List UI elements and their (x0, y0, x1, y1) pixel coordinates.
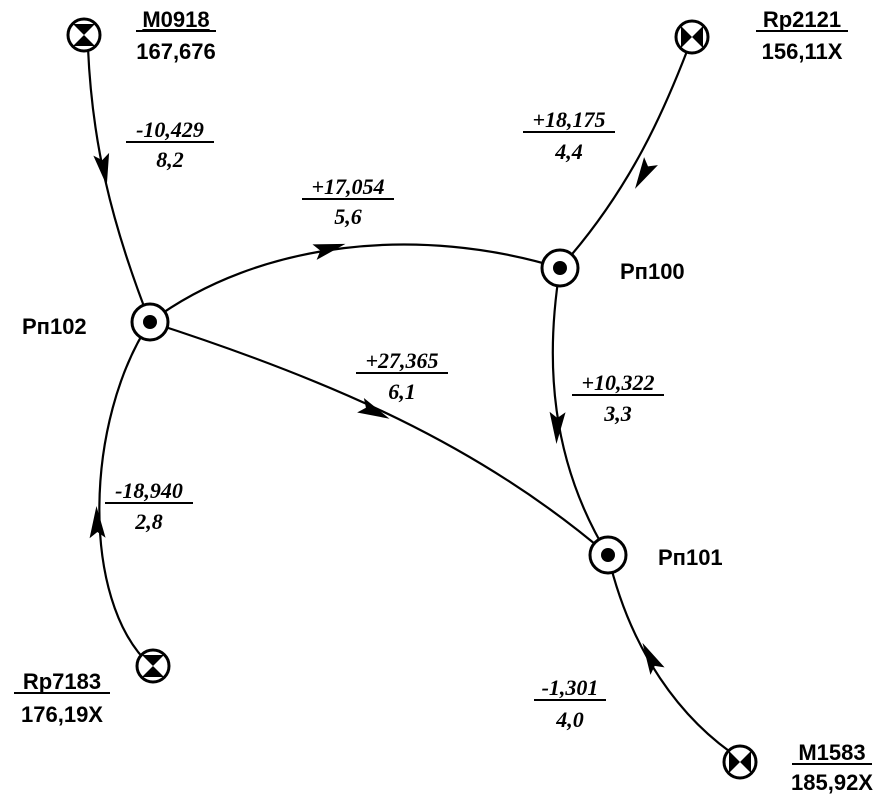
edge-length-rp7183-rp102: 2,8 (134, 509, 163, 534)
edge-dh-m0918-rp102: -10,429 (136, 117, 204, 142)
point-icon (588, 535, 628, 575)
edge-length-rp2121-rp100: 4,4 (554, 139, 583, 164)
benchmark-name-m1583: M1583 (798, 740, 865, 765)
edge-length-m0918-rp102: 8,2 (156, 147, 184, 172)
edge-rp100-rp101 (551, 267, 609, 556)
benchmark-value-rp7183: 176,19X (21, 702, 103, 727)
arrowheads (89, 152, 665, 675)
edge-dh-rp102-rp101: +27,365 (365, 348, 438, 373)
edge-labels: -10,429 8,2 +17,054 5,6 +18,175 4,4 +27,… (105, 107, 664, 732)
benchmark-labels: M0918 167,676 Rp2121 156,11X Rp7183 176,… (14, 7, 873, 795)
point-icon (130, 302, 170, 342)
edge-rp7183-rp102 (98, 321, 151, 666)
point-label-rp101: Рп101 (658, 545, 723, 570)
arrow-rp7183-rp102 (89, 506, 106, 539)
edges (86, 37, 743, 761)
benchmark-icon (722, 744, 758, 780)
edge-length-rp102-rp101: 6,1 (388, 379, 416, 404)
arrow-rp100-rp101 (549, 411, 566, 444)
arrow-rp2121-rp100 (635, 157, 658, 189)
benchmark-symbols (66, 17, 758, 780)
benchmark-name-rp2121: Rp2121 (763, 7, 841, 32)
edge-rp102-rp101 (149, 320, 609, 556)
point-label-rp102: Рп102 (22, 314, 87, 339)
arrow-m0918-rp102 (93, 152, 110, 186)
benchmark-icon (135, 648, 171, 684)
arrow-m1583-rp101 (642, 642, 665, 675)
edge-m1583-rp101 (606, 554, 743, 761)
benchmark-value-rp2121: 156,11X (762, 39, 843, 64)
edge-rp2121-rp100 (559, 37, 694, 269)
edge-dh-rp102-rp100: +17,054 (311, 174, 384, 199)
edge-rp102-rp100 (149, 243, 561, 323)
benchmark-value-m0918: 167,676 (136, 39, 216, 64)
point-icon (540, 248, 580, 288)
edge-dh-rp2121-rp100: +18,175 (532, 107, 605, 132)
benchmark-icon (66, 17, 102, 53)
edge-dh-rp100-rp101: +10,322 (581, 370, 654, 395)
benchmark-value-m1583: 185,92X (791, 770, 873, 795)
edge-length-rp100-rp101: 3,3 (603, 401, 632, 426)
edge-dh-m1583-rp101: -1,301 (542, 675, 599, 700)
arrow-rp102-rp101 (357, 397, 390, 419)
benchmark-name-m0918: M0918 (142, 7, 209, 32)
edge-m0918-rp102 (86, 47, 152, 323)
benchmark-icon (674, 19, 710, 55)
point-symbols (130, 248, 628, 575)
benchmark-name-rp7183: Rp7183 (23, 669, 101, 694)
point-label-rp100: Рп100 (620, 259, 685, 284)
edge-length-m1583-rp101: 4,0 (555, 707, 584, 732)
point-labels: Рп102 Рп100 Рп101 (22, 259, 723, 570)
edge-length-rp102-rp100: 5,6 (334, 204, 362, 229)
arrow-rp102-rp100 (312, 243, 346, 260)
edge-dh-rp7183-rp102: -18,940 (115, 478, 183, 503)
